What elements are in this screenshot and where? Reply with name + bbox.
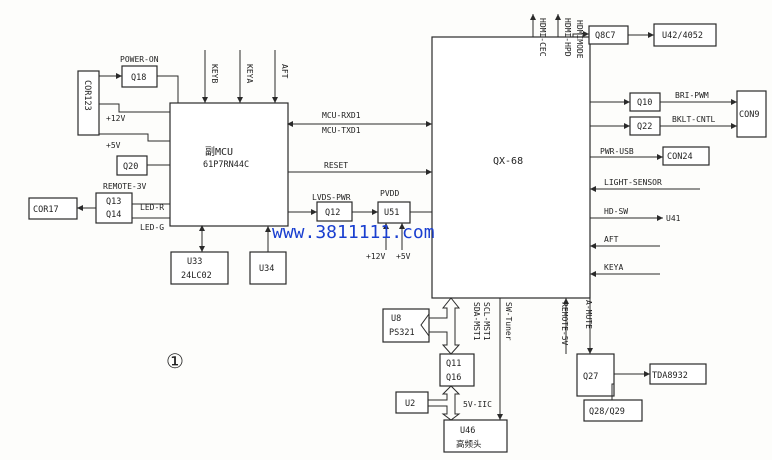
aft-right-label: AFT [604, 235, 619, 244]
u46-label: U46 [460, 426, 475, 436]
pwr-usb-label: PWR-USB [600, 147, 634, 156]
cor123-label: COR123 [82, 80, 92, 111]
q28-label: Q28/Q29 [589, 407, 625, 417]
q18-label: Q18 [131, 73, 146, 83]
q11-q16-block [439, 353, 475, 387]
pv12-label: +12V [366, 252, 385, 261]
q13-label: Q13 [106, 197, 121, 207]
con24-block [662, 146, 710, 166]
remote3v-label: REMOTE-3V [103, 182, 147, 191]
u8-part: PS321 [389, 328, 415, 338]
wire-hdmi-mode [572, 31, 589, 37]
q8c7-label: Q8C7 [595, 31, 615, 41]
pv5-label: +5V [396, 252, 411, 261]
power-on-label: POWER-ON [120, 55, 159, 64]
q28-q29-block [583, 399, 643, 422]
watermark: www.3811111.com [272, 222, 435, 243]
q27-block [576, 353, 615, 397]
aft-top-label: AFT [280, 64, 289, 79]
soc-block [431, 36, 591, 299]
lvds-pwr-label: LVDS-PWR [312, 193, 351, 202]
wire-5v [99, 133, 170, 142]
keya-top-label: KEYA [245, 64, 254, 83]
u33-block [170, 251, 229, 285]
u46-part: 高频头 [456, 439, 482, 450]
v5-label: +5V [106, 141, 121, 150]
u42-label: U42/4052 [662, 31, 703, 41]
hdmi-hpd-label: HDMI-HPD [563, 18, 572, 57]
hdmi-mode-label: HDMIMODE [575, 20, 584, 59]
v12-label: +12V [106, 114, 125, 123]
u2-label: U2 [405, 399, 415, 409]
sda-label: SDA-MST1 [472, 302, 481, 341]
figure-marker: ① [166, 349, 184, 373]
remote5v-label: REMOTE-5V [560, 302, 569, 346]
reset-label: RESET [324, 161, 348, 170]
q22-label: Q22 [637, 122, 652, 132]
keya-right-label: KEYA [604, 263, 623, 272]
q16-label: Q16 [446, 373, 461, 383]
q10-label: Q10 [637, 98, 652, 108]
con9-block [736, 90, 767, 138]
mcu-rxd-label: MCU-RXD1 [322, 111, 361, 120]
u51-label: U51 [384, 208, 399, 218]
bklt-cntl-label: BKLT-CNTL [672, 115, 716, 124]
wire-q18-mcu [157, 75, 179, 103]
wire-12v [99, 103, 170, 113]
q11-label: Q11 [446, 359, 461, 369]
q20-label: Q20 [123, 162, 138, 172]
u8-label: U8 [391, 314, 401, 324]
sw-tuner-label: SW-Tuner [504, 302, 513, 341]
tda8932-label: TDA8932 [652, 371, 688, 381]
iic-label: 5V-IIC [463, 400, 492, 409]
u33-part: 24LC02 [181, 271, 212, 281]
hdmi-cec-label: HDMI-CEC [538, 18, 547, 57]
keyb-label: KEYB [210, 64, 219, 83]
i2c-lower-arrow [427, 385, 461, 421]
u41-label: U41 [666, 214, 681, 223]
light-sensor-label: LIGHT-SENSOR [604, 178, 662, 187]
con24-label: CON24 [667, 152, 693, 162]
led-g-label: LED-G [140, 223, 164, 232]
bri-pwm-label: BRI-PWM [675, 91, 709, 100]
q27-label: Q27 [583, 372, 598, 382]
q12-label: Q12 [325, 208, 340, 218]
amute-label: A-MUTE [584, 300, 593, 329]
cor17-label: COR17 [33, 205, 59, 215]
u33-label: U33 [187, 257, 202, 267]
mcu-label: 副MCU [205, 146, 233, 158]
pvdd-label: PVDD [380, 189, 399, 198]
mcu-block [169, 102, 289, 227]
q14-label: Q14 [106, 210, 121, 220]
led-r-label: LED-R [140, 203, 164, 212]
con9-label: CON9 [739, 110, 759, 120]
wire-q28-q27 [611, 383, 614, 400]
scl-label: SCL-MST1 [482, 302, 491, 341]
mcu-txd-label: MCU-TXD1 [322, 126, 361, 135]
mcu-part: 61P7RN44C [203, 160, 249, 170]
u34-label: U34 [259, 264, 274, 274]
cor123-block [77, 70, 100, 136]
soc-label: QX-68 [493, 156, 523, 167]
i2c-bus-arrow [420, 297, 461, 355]
u46-block [443, 419, 508, 453]
hd-sw-label: HD-SW [604, 207, 628, 216]
